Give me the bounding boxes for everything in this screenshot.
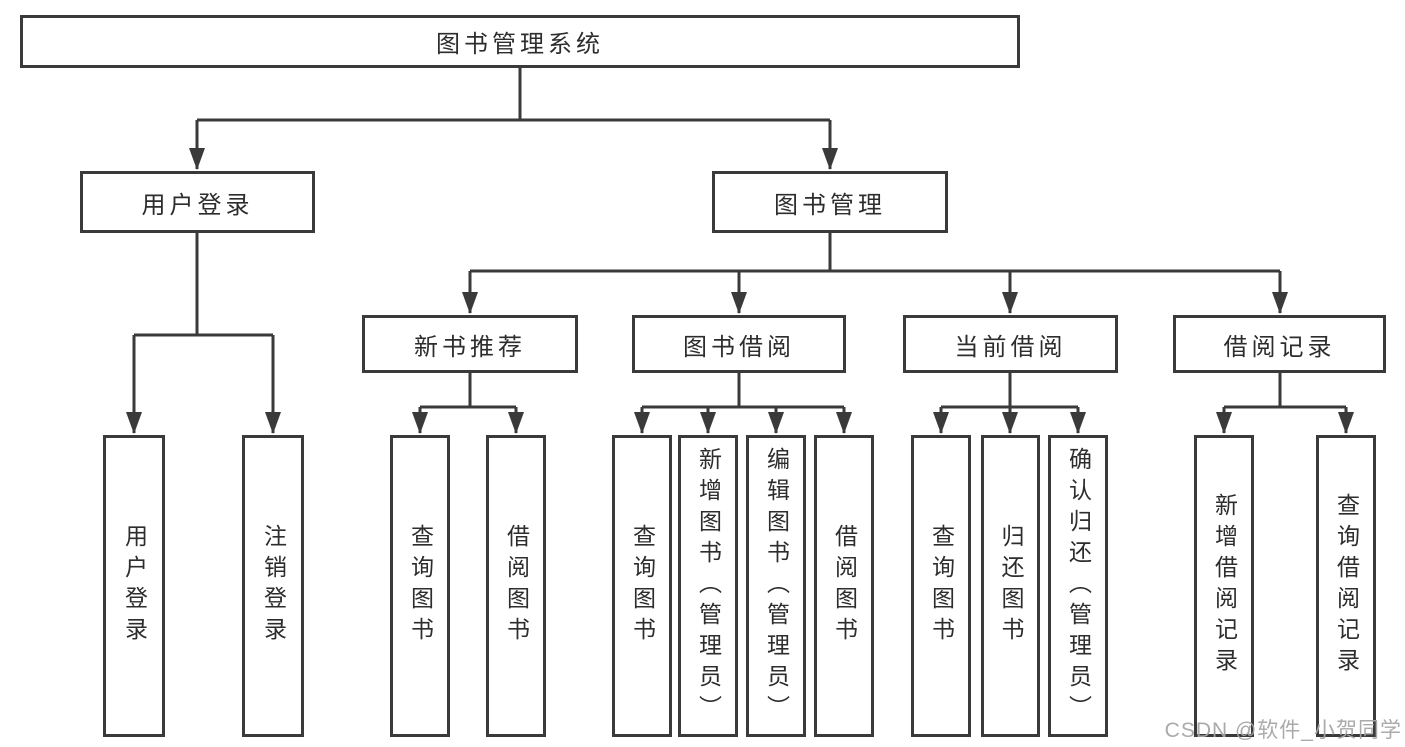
node-label: 归还图书 [998,524,1024,648]
node-label: 当前借阅 [954,333,1067,361]
node-label: 查询图书 [928,524,955,648]
node-label: 查询图书 [407,524,434,648]
node-borrow-records: 借阅记录 [1173,315,1386,373]
leaf-cb-return-books: 归还图书 [981,435,1040,737]
node-user-login: 用户登录 [80,171,315,233]
leaf-logout: 注销登录 [242,435,304,737]
leaf-bb-query-books: 查询图书 [612,435,672,737]
node-label: 新增借阅记录 [1211,493,1238,679]
leaf-cb-query-books: 查询图书 [911,435,971,737]
node-label: 用户登录 [141,191,254,219]
node-label: 注销登录 [260,524,287,648]
leaf-bb-edit-books-admin: 编辑图书（管理员） [746,435,806,737]
node-label: 查询图书 [629,524,656,648]
leaf-nb-query-books: 查询图书 [390,435,450,737]
leaf-cb-confirm-return-admin: 确认归还（管理员） [1048,435,1108,737]
leaf-bb-borrow-books: 借阅图书 [814,435,874,737]
node-label: 新书推荐 [414,333,526,361]
node-label: 查询借阅记录 [1333,493,1360,679]
node-label: 图书管理系统 [436,31,604,58]
node-new-book-recommend: 新书推荐 [362,315,578,373]
node-book-borrow: 图书借阅 [632,315,846,373]
csdn-watermark: CSDN @软件_小贺同学 [1164,719,1402,742]
node-book-management: 图书管理 [712,171,948,233]
leaf-user-login: 用户登录 [103,435,165,737]
node-label: 编辑图书（管理员） [763,446,790,726]
node-label: 借阅记录 [1223,333,1336,361]
node-label: 借阅图书 [831,524,858,648]
leaf-br-query-record: 查询借阅记录 [1316,435,1376,737]
node-current-borrow: 当前借阅 [903,315,1118,373]
node-label: 确认归还（管理员） [1065,446,1092,726]
leaf-bb-add-books-admin: 新增图书（管理员） [678,435,738,737]
leaf-nb-borrow-books: 借阅图书 [486,435,546,737]
node-label: 图书借阅 [683,333,795,361]
node-label: 借阅图书 [503,524,530,648]
node-label: 新增图书（管理员） [695,446,722,726]
node-root: 图书管理系统 [20,15,1020,68]
leaf-br-add-record: 新增借阅记录 [1194,435,1254,737]
node-label: 用户登录 [121,524,148,648]
node-label: 图书管理 [774,191,886,219]
